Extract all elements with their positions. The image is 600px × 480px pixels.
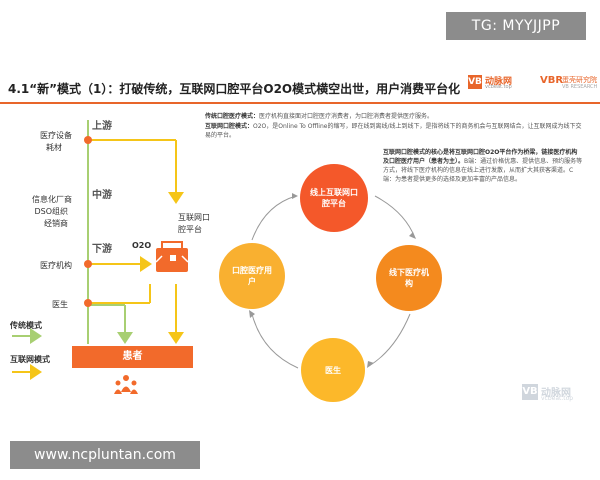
o2o-label: O2O <box>132 241 152 250</box>
circle-dental-users-label: 口腔医疗用户 <box>232 266 272 286</box>
platform-label-line1: 互联网口 <box>178 213 210 222</box>
platform-icon <box>155 241 189 272</box>
cycle-arrow-left-top <box>251 195 297 241</box>
description-traditional-head: 传统口腔医疗模式： <box>205 113 260 120</box>
circle-offline-institution: 线下医疗机构 <box>376 245 442 311</box>
cycle-arrow-top-right <box>374 195 416 239</box>
legend-internet-label: 互联网模式 <box>10 355 50 364</box>
cycle-arrow-bottom-left <box>251 313 299 369</box>
vbr-logo-icon: VBR <box>540 75 564 86</box>
vcbeat-watermark-icon: VB <box>522 384 538 400</box>
circle-online-platform-label: 线上互联网口腔平台 <box>310 188 358 208</box>
description-traditional-body: 医疗机构直接面对口腔医疗消费者，为口腔消费者提供医疗服务。 <box>259 113 434 120</box>
description-internet: 互联网口腔模式：O2O，是Online To Offline的缩写，即在线到离线… <box>205 122 585 140</box>
bottom-watermark: www.ncpluntan.com <box>10 441 200 469</box>
node-label-equipment: 医疗设备 <box>40 131 72 140</box>
node-label-doctor: 医生 <box>52 300 68 309</box>
vbr-logo: VBR 蛋壳研究院 VB RESEARCH <box>540 75 598 93</box>
patients-box: 患者 <box>72 346 193 368</box>
stage-downstream: 下游 <box>92 244 112 255</box>
platform-label: 互联网口 腔平台 <box>178 212 210 236</box>
description-core: 互联网口腔模式的核心是将互联网口腔O2O平台作为桥梁，链接医疗机构及口腔医疗用户… <box>383 148 583 184</box>
platform-label-line2: 腔平台 <box>178 225 202 234</box>
circle-offline-institution-label: 线下医疗机构 <box>389 268 429 288</box>
vcbeat-logo-name: 动脉网 <box>485 77 513 87</box>
vcbeat-logo: VB 动脉网 vcbeat.top <box>468 75 528 93</box>
description-internet-body: O2O，是Online To Offline的缩写，即在线到离线/线上到线下，是… <box>205 123 582 139</box>
node-upstream <box>84 136 92 144</box>
node-doctor <box>84 299 92 307</box>
vcbeat-logo-sub: vcbeat.top <box>485 84 512 90</box>
circle-doctor-label: 医生 <box>325 365 341 375</box>
vcbeat-watermark-sub: vcbeat.top <box>541 395 574 402</box>
node-label-consumables: 耗材 <box>46 143 62 152</box>
stage-upstream: 上游 <box>92 121 112 132</box>
node-label-distributor: 经销商 <box>44 219 68 228</box>
description-core-body: B端：通过价格优惠、提供信息、预约服务等方式，将线下医疗机构的信息在线上进行发散… <box>383 158 583 183</box>
circle-online-platform: 线上互联网口腔平台 <box>300 164 368 232</box>
node-label-it-vendor: 信息化厂商 <box>32 195 72 204</box>
title-divider <box>0 102 600 104</box>
vcbeat-logo-icon: VB <box>468 75 482 89</box>
page-title: 4.1“新”模式（1）：打破传统，互联网口腔平台O2O模式横空出世，用户消费平台… <box>8 82 461 96</box>
vcbeat-watermark-name: 动脉网 <box>541 388 571 399</box>
top-watermark: TG: MYYJJPP <box>446 12 586 40</box>
circle-doctor: 医生 <box>301 338 365 402</box>
description-internet-head: 互联网口腔模式： <box>205 123 254 130</box>
stage-midstream: 中游 <box>92 190 112 201</box>
cycle-arrow-right-bottom <box>368 313 411 367</box>
legend-traditional-label: 传统模式 <box>10 321 42 330</box>
circle-dental-users: 口腔医疗用户 <box>219 243 285 309</box>
vbr-logo-sub: VB RESEARCH <box>562 84 598 90</box>
node-institution <box>84 260 92 268</box>
people-icon <box>114 375 138 394</box>
node-label-dso: DSO组织 <box>34 207 68 216</box>
node-label-institution: 医疗机构 <box>40 261 72 270</box>
description-traditional: 传统口腔医疗模式：医疗机构直接面对口腔医疗消费者，为口腔消费者提供医疗服务。 <box>205 112 585 121</box>
vbr-logo-name: 蛋壳研究院 <box>562 76 597 84</box>
description-core-head: 互联网口腔模式的核心是将互联网口腔O2O平台作为桥梁，链接医疗机构及口腔医疗用户… <box>383 149 578 165</box>
vcbeat-watermark-logo: VB 动脉网 vcbeat.top <box>522 384 590 406</box>
